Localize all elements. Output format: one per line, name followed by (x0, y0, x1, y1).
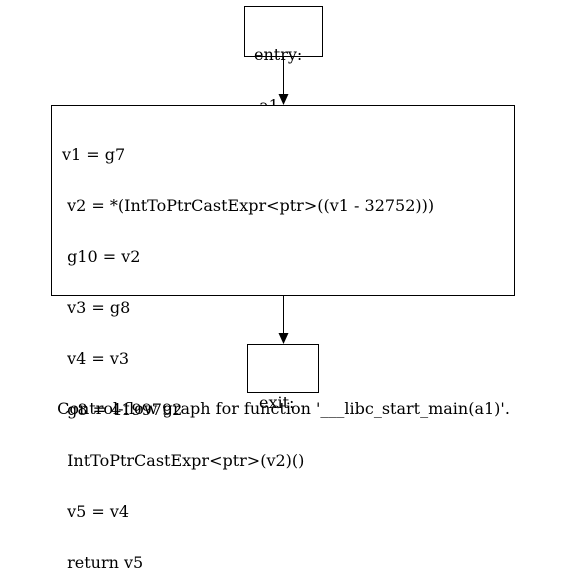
arrowhead-icon (278, 333, 289, 344)
code-line: v5 = v4 (62, 502, 130, 521)
code-line: v3 = g8 (62, 298, 131, 317)
edge-body-to-exit (278, 296, 289, 344)
edge-entry-to-body (278, 57, 289, 105)
entry-node-label: entry: (254, 45, 303, 64)
code-line: g8 = 4199792 (62, 400, 183, 419)
arrowhead-icon (278, 94, 289, 105)
code-line: IntToPtrCastExpr<ptr>(v2)() (62, 451, 305, 470)
exit-node-label: exit: (259, 393, 295, 412)
basic-block-node: v1 = g7 v2 = *(IntToPtrCastExpr<ptr>((v1… (51, 105, 515, 571)
exit-node: exit: (247, 344, 319, 411)
graph-caption: Control-flow graph for function '___libc… (57, 399, 510, 418)
code-line: return v5 (62, 553, 144, 572)
code-line: g10 = v2 (62, 247, 141, 266)
entry-node: entry: a1 (244, 6, 323, 114)
code-line: v1 = g7 (62, 145, 126, 164)
cfg-edges (278, 57, 289, 344)
code-line: v2 = *(IntToPtrCastExpr<ptr>((v1 - 32752… (62, 196, 435, 215)
code-line: v4 = v3 (62, 349, 130, 368)
